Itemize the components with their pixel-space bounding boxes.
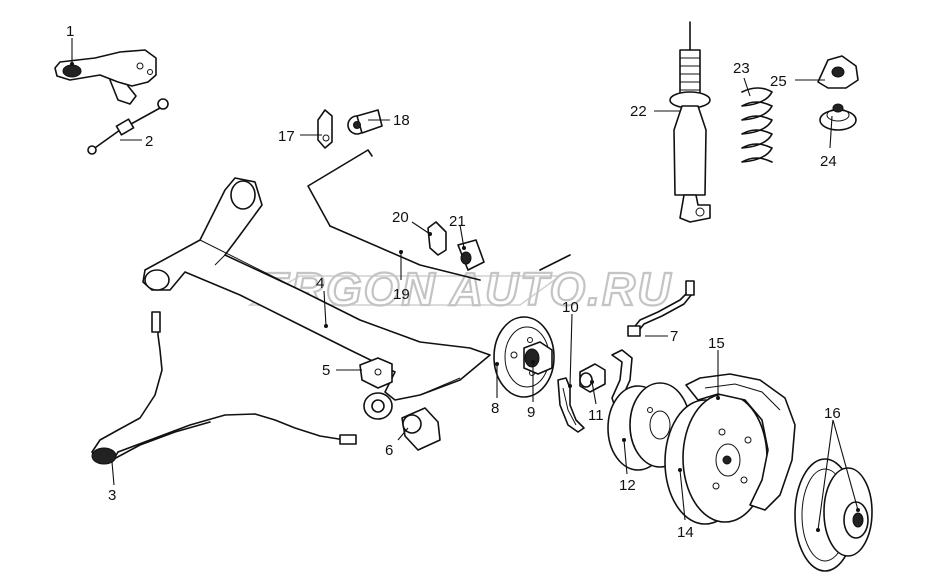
shock-absorber [669, 21, 711, 223]
handbrake-rod [87, 98, 169, 155]
leader-dots [70, 62, 860, 532]
stabilizer-clamp [427, 221, 447, 256]
callout-9: 9 [527, 404, 535, 421]
splash-shield [685, 373, 796, 511]
bracket [359, 357, 393, 389]
callout-21: 21 [449, 213, 466, 230]
callout-14: 14 [677, 524, 694, 541]
brake-shoe-left [557, 377, 585, 433]
callout-17: 17 [278, 128, 295, 145]
rear-axle-beam [142, 177, 491, 401]
callout-1: 1 [66, 23, 74, 40]
stabilizer-bar [307, 149, 571, 281]
callout-16: 16 [824, 405, 841, 422]
callout-6: 6 [385, 442, 393, 459]
spring-lower-seat [819, 103, 857, 131]
brake-hose [627, 280, 695, 337]
stub-axle [523, 341, 553, 375]
callout-15: 15 [708, 335, 725, 352]
stabilizer-bracket [317, 109, 333, 149]
callout-18: 18 [393, 112, 410, 129]
wheel-rim [664, 393, 768, 525]
callout-3: 3 [108, 487, 116, 504]
callout-12: 12 [619, 477, 636, 494]
callout-20: 20 [392, 209, 409, 226]
callout-7: 7 [670, 328, 678, 345]
coil-spring [741, 87, 773, 163]
callout-24: 24 [820, 153, 837, 170]
callout-4: 4 [316, 275, 324, 292]
callout-labels: 1 2 3 4 5 6 7 8 9 10 11 12 14 15 16 17 1… [66, 23, 841, 541]
callout-22: 22 [630, 103, 647, 120]
spring-upper-seat [817, 55, 859, 89]
axle-bushing [363, 392, 441, 451]
callout-2: 2 [145, 133, 153, 150]
callout-8: 8 [491, 400, 499, 417]
leader-lines [71, 38, 859, 531]
handbrake-lever [54, 49, 157, 105]
callout-5: 5 [322, 362, 330, 379]
callout-25: 25 [770, 73, 787, 90]
stabilizer-bushing [347, 109, 383, 135]
handbrake-cable [91, 311, 357, 465]
brake-disc [794, 458, 873, 572]
wheel-cylinder [579, 363, 606, 393]
callout-19: 19 [393, 286, 410, 303]
callout-11: 11 [588, 407, 604, 424]
callout-23: 23 [733, 60, 750, 77]
callout-10: 10 [562, 299, 579, 316]
